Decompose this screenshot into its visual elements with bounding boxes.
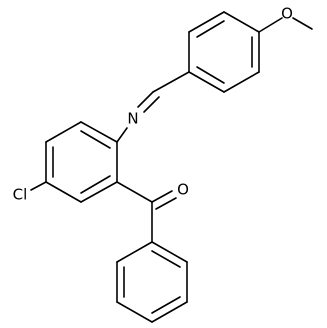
imine-double-bond-outer [137,91,154,108]
methoxy-o-ring-bond [258,17,283,33]
ring-to-methine-bond [152,71,190,93]
methoxy-oxygen-label: O [281,5,293,23]
ring-to-carbonyl-bond [116,181,153,203]
chlorine-bond [30,181,47,191]
methoxyphenyl-ring [188,11,260,93]
chlorophenyl-ring [45,121,118,203]
methyl-bond [292,17,313,30]
ketone-oxygen-label: O [177,181,189,199]
n-ring-bond [116,127,128,143]
imine-double-bond-inner [143,96,160,113]
phenyl-ring [116,241,188,323]
carbonyl-double-bond-outer [151,190,173,203]
carbonyl-double-bond-inner [155,197,177,210]
imine-nitrogen-label: N [127,110,138,128]
chlorine-label: Cl [13,186,28,204]
